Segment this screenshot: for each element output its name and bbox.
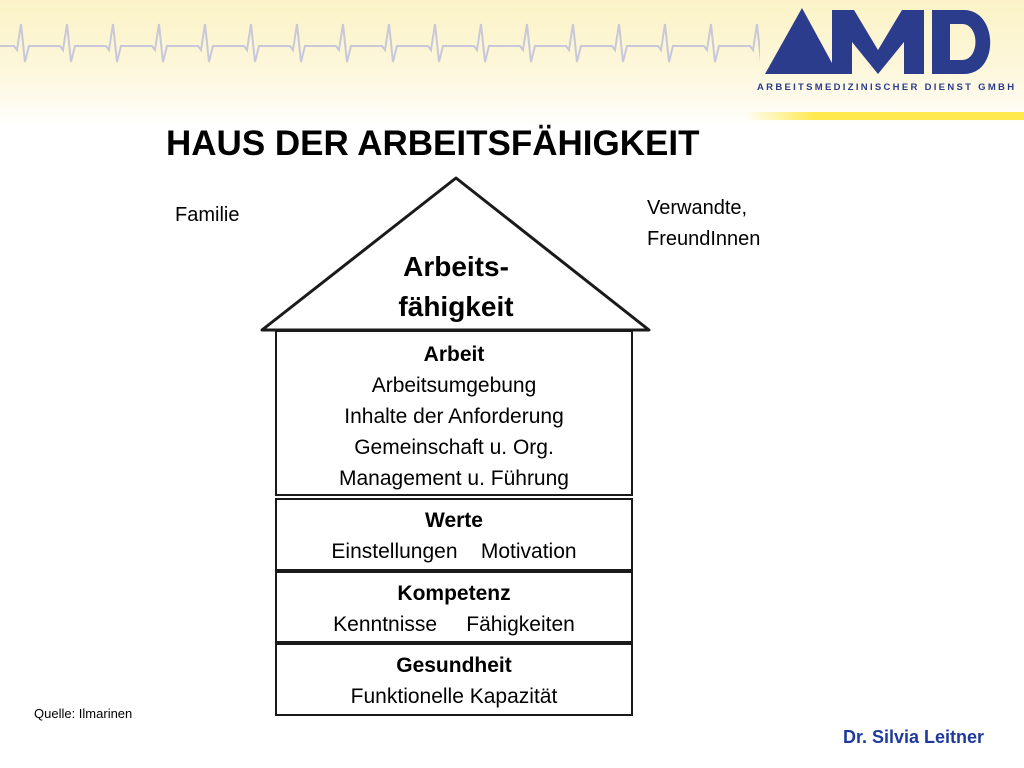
label-verwandte-line2: FreundInnen <box>647 228 761 250</box>
floor-kompetenz-heading: Kompetenz <box>397 582 511 605</box>
ecg-line-decoration <box>0 23 760 63</box>
floor-werte-heading: Werte <box>425 509 483 532</box>
floor-werte: Werte Einstellungen Motivation <box>275 498 633 571</box>
header-band: ARBEITSMEDIZINISCHER DIENST GMBH <box>0 0 1024 128</box>
floor-werte-text: Einstellungen Motivation <box>331 540 577 563</box>
amd-logo <box>765 8 991 74</box>
floor-arbeit-item: Arbeitsumgebung <box>371 374 537 397</box>
floor-arbeit-item: Management u. Führung <box>339 467 569 490</box>
label-familie: Familie <box>175 204 240 226</box>
source-note: Quelle: Ilmarinen <box>34 706 133 721</box>
floor-gesundheit: Gesundheit Funktionelle Kapazität <box>275 643 633 716</box>
label-verwandte-line1: Verwandte, <box>647 197 748 219</box>
floor-kompetenz: Kompetenz Kenntnisse Fähigkeiten <box>275 571 633 643</box>
roof-label-line2: fähigkeit <box>398 291 514 322</box>
floor-arbeit-heading: Arbeit <box>423 343 485 366</box>
page-title: HAUS DER ARBEITSFÄHIGKEIT <box>166 124 700 163</box>
label-verwandte: Verwandte, FreundInnen <box>647 193 827 255</box>
floor-gesundheit-heading: Gesundheit <box>396 654 512 677</box>
logo-subtitle: ARBEITSMEDIZINISCHER DIENST GMBH <box>757 82 1017 93</box>
floor-gesundheit-text: Funktionelle Kapazität <box>350 685 558 708</box>
floor-kompetenz-text: Kenntnisse Fähigkeiten <box>333 613 575 636</box>
yellow-accent-bar <box>745 112 1024 120</box>
author-name: Dr. Silvia Leitner <box>843 727 985 747</box>
floor-arbeit-item: Inhalte der Anforderung <box>344 405 564 428</box>
roof-label-line1: Arbeits- <box>403 251 509 282</box>
floor-arbeit-item: Gemeinschaft u. Org. <box>354 436 554 459</box>
roof-label: Arbeits- fähigkeit <box>340 247 572 327</box>
floor-arbeit: Arbeit Arbeitsumgebung Inhalte der Anfor… <box>275 330 633 496</box>
